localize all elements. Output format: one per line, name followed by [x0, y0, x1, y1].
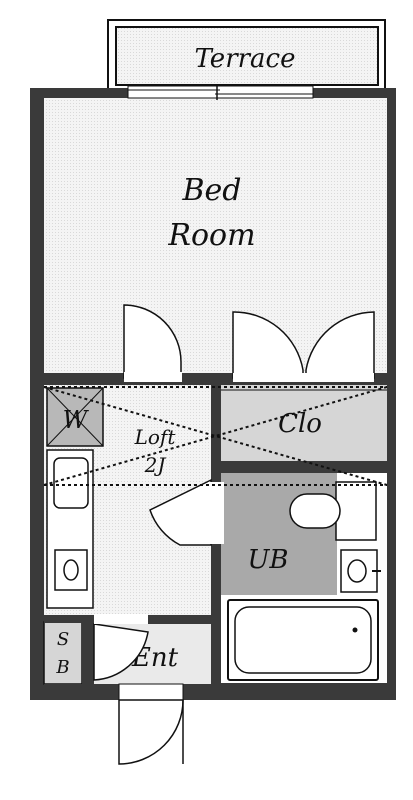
closet-doors — [232, 311, 375, 379]
bathtub — [221, 595, 387, 683]
unit-bath: UB — [221, 473, 387, 595]
terrace-window — [127, 84, 314, 100]
terrace: Terrace — [107, 19, 386, 91]
toilet-bowl — [289, 493, 341, 529]
closet-label: Clo — [278, 409, 322, 439]
shoe-box: S B — [43, 621, 83, 685]
kitchen-counter — [46, 449, 94, 609]
bed-room-floor — [44, 98, 387, 373]
bed-room-label-line2: Room — [167, 218, 255, 253]
shoe-box-label-line2: B — [55, 657, 69, 678]
entrance-inner-door — [93, 614, 149, 681]
stove — [54, 549, 88, 591]
bed-room-label-line1: Bed — [181, 173, 241, 208]
loft-label-line2: 2J — [144, 453, 167, 477]
sink — [53, 457, 89, 509]
unit-bath-label: UB — [247, 545, 288, 575]
stove-burner — [63, 559, 79, 581]
terrace-label: Terrace — [194, 44, 295, 74]
shoe-box-label-line1: S — [57, 629, 69, 650]
unit-bath-door — [149, 478, 224, 546]
wash-basin — [340, 549, 378, 593]
toilet-tank — [335, 481, 377, 541]
loft-label-line1: Loft — [134, 425, 177, 449]
closet: Clo — [221, 385, 387, 461]
washer-label: W — [63, 406, 90, 434]
bedroom-door — [123, 304, 182, 379]
front-door — [118, 683, 184, 765]
